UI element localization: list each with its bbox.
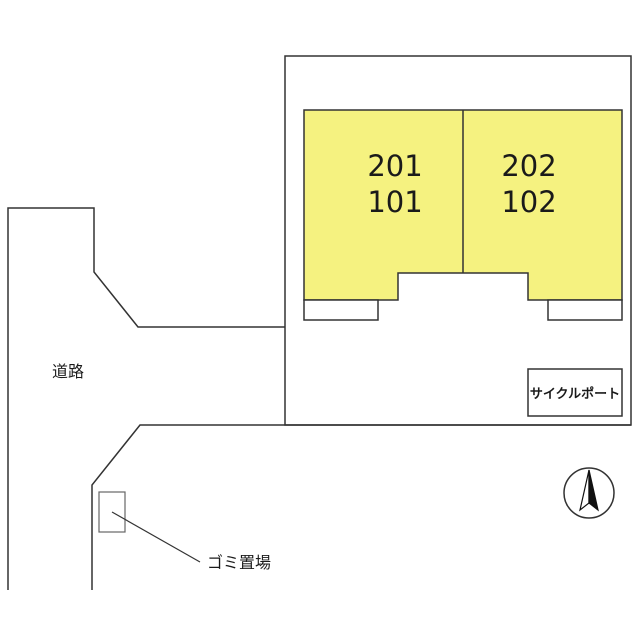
- north-arrow-icon: [563, 467, 615, 519]
- cycle-port-label: サイクルポート: [530, 386, 620, 402]
- cycle-port: [527, 368, 623, 417]
- unit-202-label: 202: [501, 149, 556, 183]
- unit-102-label: 102: [501, 185, 556, 219]
- garbage-area: [98, 491, 126, 533]
- road-boundary-lower: [91, 424, 631, 590]
- garbage-leader-line: [111, 511, 201, 563]
- step-left: [303, 299, 379, 321]
- unit-101-label: 101: [367, 185, 422, 219]
- road-label: 道路: [52, 362, 84, 381]
- unit-201-label: 201: [367, 149, 422, 183]
- garbage-label: ゴミ置場: [207, 553, 271, 572]
- step-right: [547, 299, 623, 321]
- road-boundary-upper: [7, 207, 285, 590]
